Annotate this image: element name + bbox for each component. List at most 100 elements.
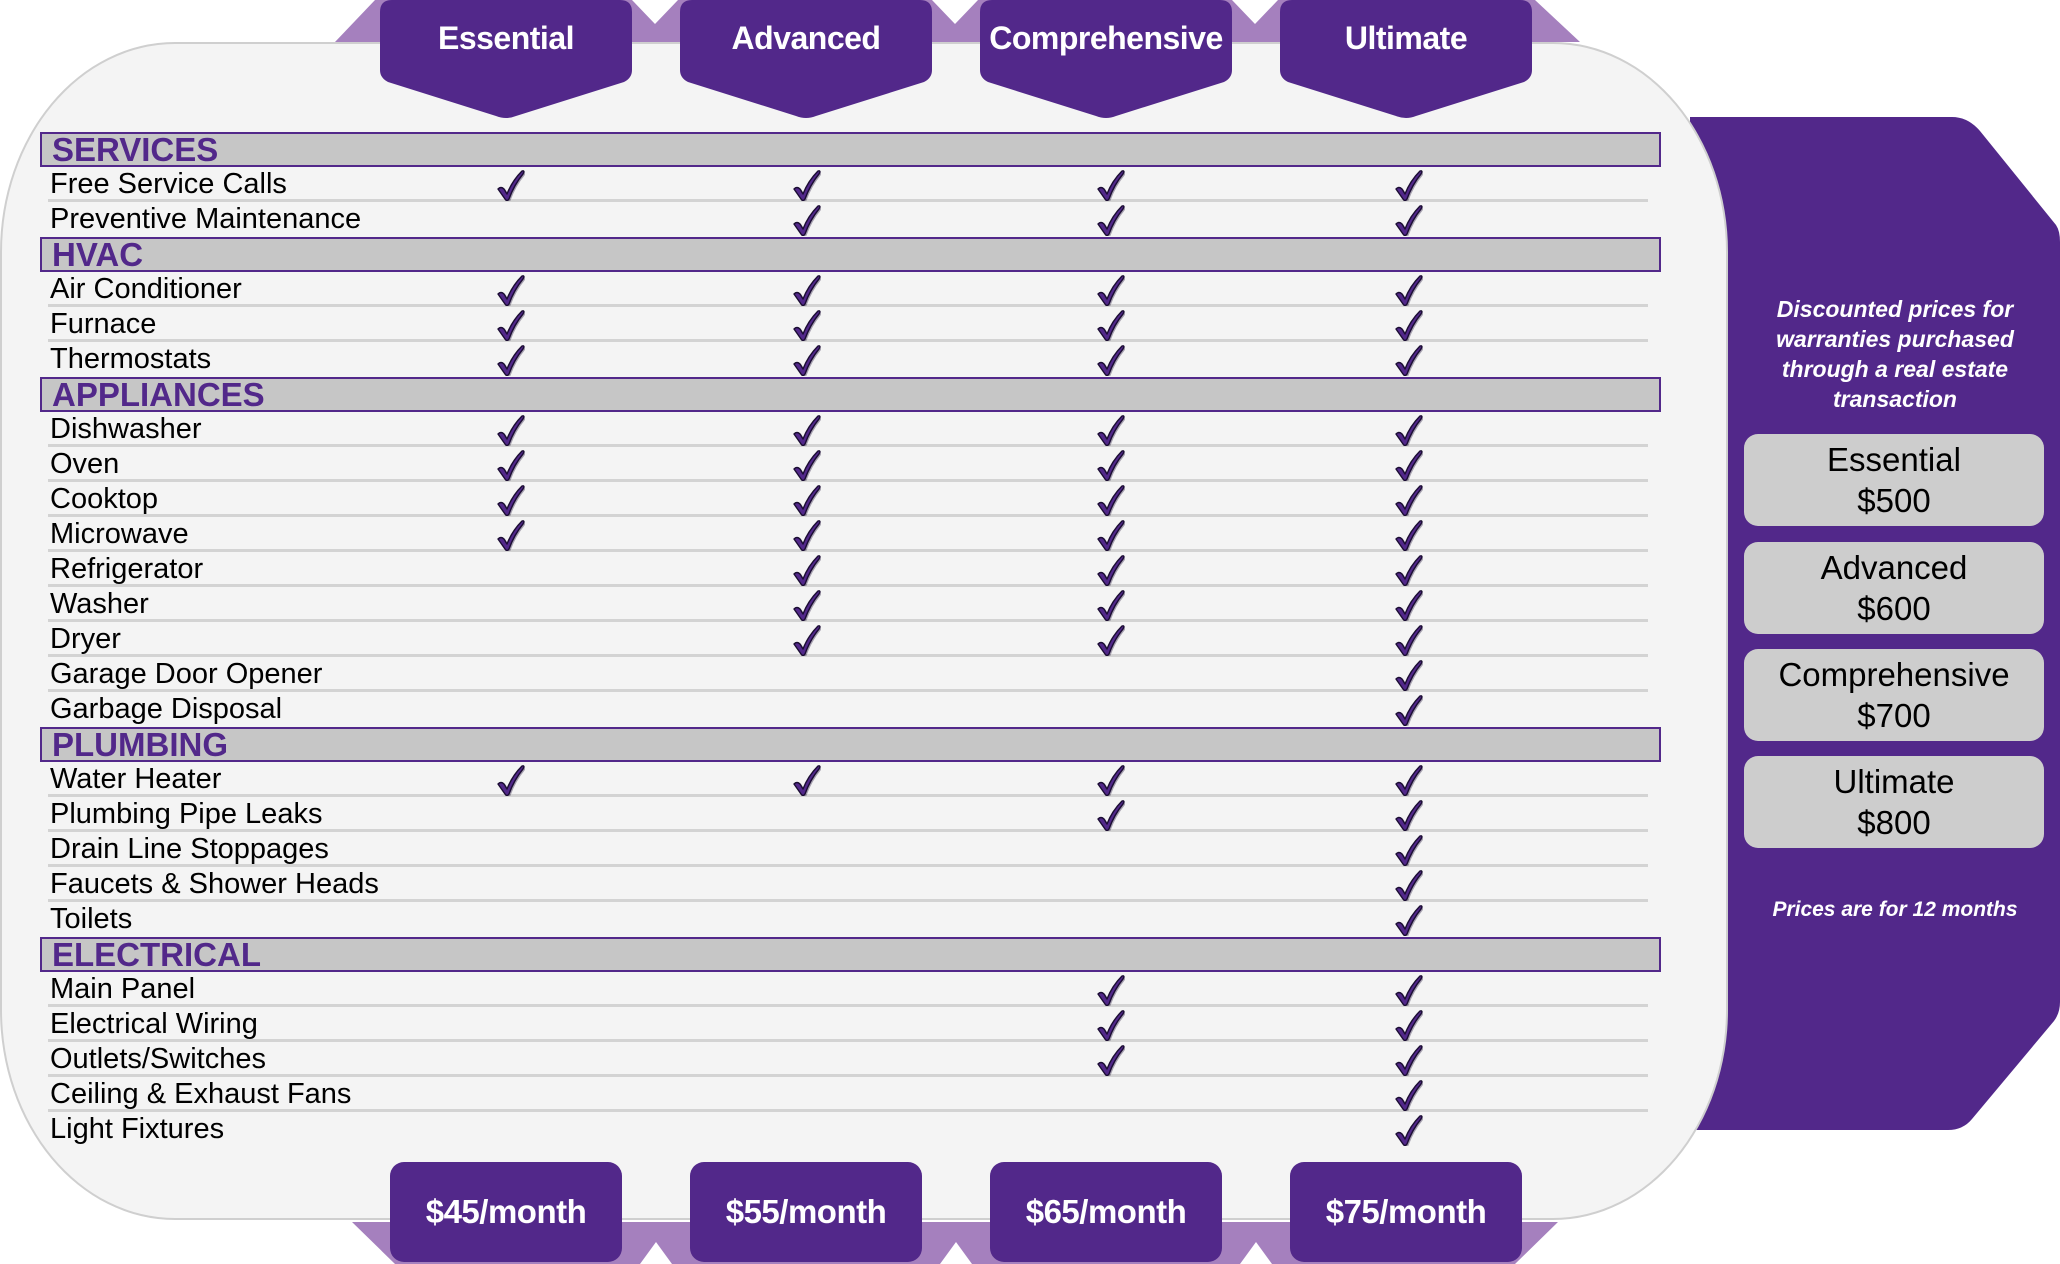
discount-plan-name: Ultimate — [1833, 763, 1955, 800]
row-label: Toilets — [50, 903, 133, 935]
row-divider — [48, 689, 1648, 692]
discount-plan-name: Advanced — [1820, 549, 1968, 586]
table-row: Oven — [48, 447, 1648, 483]
discount-note: Prices are for 12 months — [1772, 898, 2018, 921]
checkmark-icon — [1095, 414, 1126, 448]
checkmark-icon — [791, 519, 822, 553]
section-title: SERVICES — [52, 131, 219, 168]
monthly-price-label: $65/month — [1025, 1193, 1187, 1230]
checkmark-icon — [1393, 694, 1424, 728]
row-divider — [48, 794, 1648, 797]
row-label: Electrical Wiring — [50, 1008, 258, 1040]
table-row: Preventive Maintenance — [48, 202, 1648, 238]
plan-tab-essential[interactable]: Essential — [380, 0, 632, 120]
section-header-services: SERVICES — [40, 131, 1661, 168]
checkmark-icon — [1393, 554, 1424, 588]
section-title: APPLIANCES — [52, 376, 265, 413]
checkmark-icon — [1393, 344, 1424, 378]
checkmark-icon — [1393, 624, 1424, 658]
plan-tab-label: Ultimate — [1344, 20, 1468, 56]
checkmark-icon — [791, 449, 822, 483]
checkmark-icon — [1393, 169, 1424, 203]
checkmark-icon — [495, 764, 526, 798]
monthly-price-comprehensive[interactable]: $65/month — [990, 1162, 1222, 1262]
table-row: Garbage Disposal — [48, 692, 1648, 728]
row-label: Garage Door Opener — [50, 658, 323, 690]
bottom-ribbon — [352, 1222, 1558, 1264]
discount-title: Discounted prices for warranties purchas… — [1776, 296, 2014, 412]
checkmark-icon — [1393, 519, 1424, 553]
checkmark-icon — [791, 624, 822, 658]
checkmark-icon — [495, 519, 526, 553]
row-divider — [48, 1109, 1648, 1112]
row-label: Plumbing Pipe Leaks — [50, 798, 323, 830]
section-header-hvac: HVAC — [40, 236, 1661, 273]
plan-tab-ultimate[interactable]: Ultimate — [1280, 0, 1532, 120]
monthly-price-ultimate[interactable]: $75/month — [1290, 1162, 1522, 1262]
checkmark-icon — [495, 309, 526, 343]
table-row: Ceiling & Exhaust Fans — [48, 1077, 1648, 1113]
row-label: Thermostats — [50, 343, 212, 375]
discount-price-essential: Essential$500 — [1744, 434, 2044, 526]
checkmark-icon — [1095, 204, 1126, 238]
row-label: Oven — [50, 448, 120, 480]
row-divider — [48, 549, 1648, 552]
plan-tab-comprehensive[interactable]: Comprehensive — [980, 0, 1232, 120]
checkmark-icon — [1095, 169, 1126, 203]
section-title: ELECTRICAL — [52, 936, 261, 973]
row-label: Preventive Maintenance — [50, 203, 362, 235]
table-row: Cooktop — [48, 482, 1648, 518]
checkmark-icon — [791, 169, 822, 203]
monthly-price-label: $55/month — [725, 1193, 887, 1230]
row-label: Water Heater — [50, 763, 222, 795]
row-label: Microwave — [50, 518, 189, 550]
discount-plan-price: $800 — [1857, 804, 1931, 841]
checkmark-icon — [495, 169, 526, 203]
monthly-price-advanced[interactable]: $55/month — [690, 1162, 922, 1262]
row-divider — [48, 444, 1648, 447]
table-row: Air Conditioner — [48, 272, 1648, 308]
table-row: Water Heater — [48, 762, 1648, 798]
checkmark-icon — [1393, 274, 1424, 308]
checkmark-icon — [1393, 659, 1424, 693]
plan-tab-label: Advanced — [731, 20, 881, 56]
checkmark-icon — [1393, 589, 1424, 623]
row-divider — [48, 199, 1648, 202]
checkmark-icon — [1095, 309, 1126, 343]
row-divider — [48, 584, 1648, 587]
row-label: Dishwasher — [50, 413, 202, 445]
discount-plan-price: $700 — [1857, 697, 1931, 734]
table-row: Dishwasher — [48, 412, 1648, 448]
row-label: Outlets/Switches — [50, 1043, 266, 1075]
checkmark-icon — [791, 274, 822, 308]
checkmark-icon — [1393, 449, 1424, 483]
discount-price-comprehensive: Comprehensive$700 — [1744, 649, 2044, 741]
checkmark-icon — [1095, 624, 1126, 658]
row-label: Dryer — [50, 623, 121, 655]
section-header-electrical: ELECTRICAL — [40, 936, 1661, 973]
table-row: Outlets/Switches — [48, 1042, 1648, 1078]
row-divider — [48, 654, 1648, 657]
tab-shape — [980, 0, 1232, 118]
row-divider — [48, 514, 1648, 517]
table-row: Microwave — [48, 517, 1648, 553]
discount-plan-price: $500 — [1857, 482, 1931, 519]
checkmark-icon — [791, 344, 822, 378]
checkmark-icon — [495, 274, 526, 308]
checkmark-icon — [495, 484, 526, 518]
row-label: Cooktop — [50, 483, 159, 515]
plan-tab-advanced[interactable]: Advanced — [680, 0, 932, 120]
checkmark-icon — [1393, 1044, 1424, 1078]
table-row: Light Fixtures — [48, 1112, 1648, 1148]
checkmark-icon — [1393, 869, 1424, 903]
table-row: Garage Door Opener — [48, 657, 1648, 693]
checkmark-icon — [1393, 764, 1424, 798]
monthly-price-essential[interactable]: $45/month — [390, 1162, 622, 1262]
tab-shape — [1280, 0, 1532, 118]
row-divider — [48, 1004, 1648, 1007]
checkmark-icon — [791, 764, 822, 798]
row-label: Garbage Disposal — [50, 693, 283, 725]
tab-shape — [380, 0, 632, 118]
checkmark-icon — [1095, 344, 1126, 378]
table-row: Furnace — [48, 307, 1648, 343]
